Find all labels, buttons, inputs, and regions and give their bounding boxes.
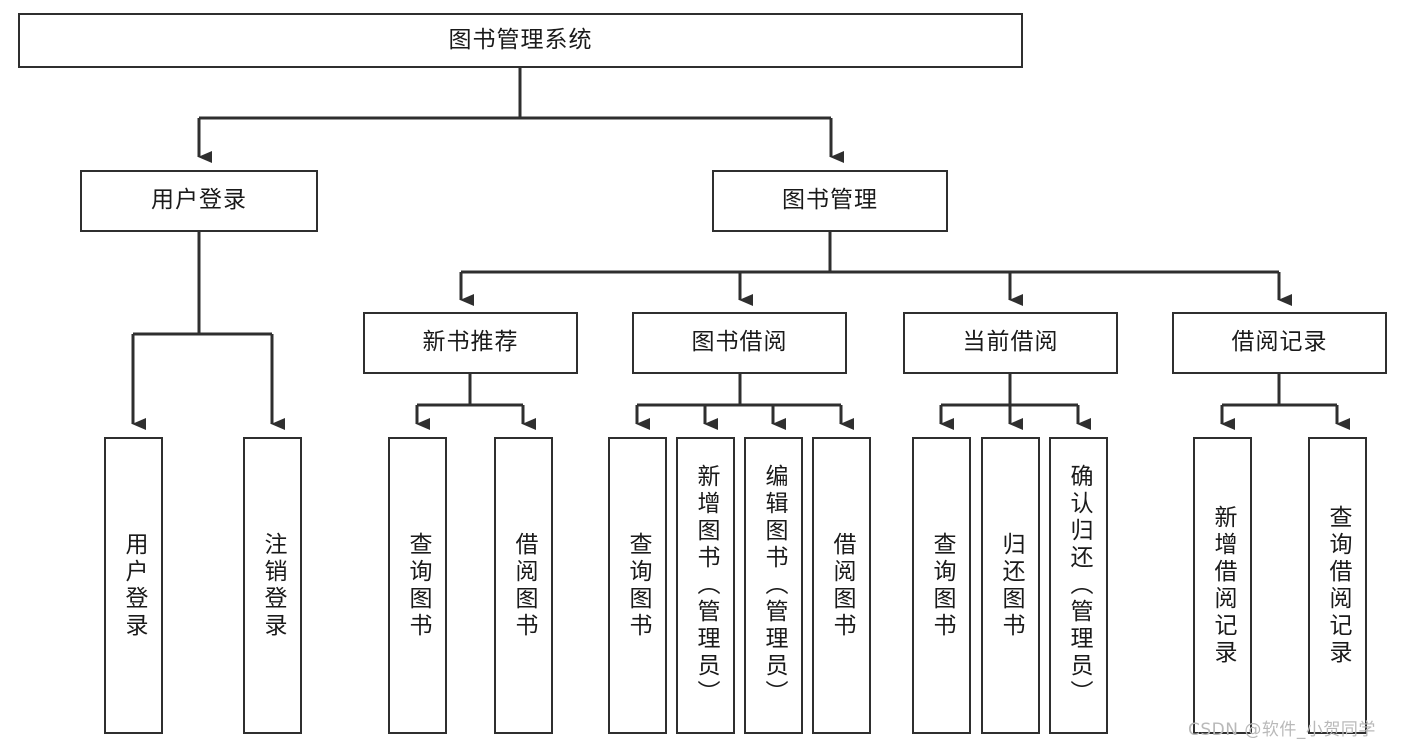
node-label: 当前借阅: [962, 329, 1059, 356]
node-label: 查询图书: [625, 531, 651, 640]
leaf-new-book-query[interactable]: 查询图书: [388, 437, 447, 734]
leaf-current-borrow-query[interactable]: 查询图书: [912, 437, 971, 734]
csdn-watermark: CSDN @软件_小贺同学: [1188, 720, 1376, 740]
node-label: 借阅图书: [511, 531, 537, 640]
node-user-login[interactable]: 用户登录: [80, 170, 318, 232]
leaf-user-login-login[interactable]: 用户登录: [104, 437, 163, 734]
node-label: 新书推荐: [422, 329, 519, 356]
node-label: 用户登录: [121, 531, 147, 640]
leaf-current-borrow-return[interactable]: 归还图书: [981, 437, 1040, 734]
leaf-book-borrow-query[interactable]: 查询图书: [608, 437, 667, 734]
leaf-book-borrow-edit[interactable]: 编辑图书（管理员）: [744, 437, 803, 734]
node-label: 借阅记录: [1231, 329, 1328, 356]
node-book-management[interactable]: 图书管理: [712, 170, 948, 232]
node-label: 图书管理系统: [448, 26, 593, 53]
leaf-new-book-borrow[interactable]: 借阅图书: [494, 437, 553, 734]
node-label: 图书管理: [782, 187, 878, 214]
leaf-user-login-logout[interactable]: 注销登录: [243, 437, 302, 734]
leaf-borrow-record-add[interactable]: 新增借阅记录: [1193, 437, 1252, 734]
leaf-borrow-record-query[interactable]: 查询借阅记录: [1308, 437, 1367, 734]
node-label: 用户登录: [151, 187, 247, 214]
node-label: 图书借阅: [691, 329, 788, 356]
leaf-book-borrow-add[interactable]: 新增图书（管理员）: [676, 437, 735, 734]
node-label: 确认归还（管理员）: [1066, 464, 1092, 707]
node-borrow-record[interactable]: 借阅记录: [1172, 312, 1387, 374]
node-book-borrow[interactable]: 图书借阅: [632, 312, 847, 374]
node-label: 查询图书: [405, 531, 431, 640]
node-label: 归还图书: [998, 531, 1024, 640]
node-new-book-recommend[interactable]: 新书推荐: [363, 312, 578, 374]
node-root-book-management-system[interactable]: 图书管理系统: [18, 13, 1023, 68]
node-label: 新增图书（管理员）: [693, 464, 719, 707]
leaf-book-borrow-borrow[interactable]: 借阅图书: [812, 437, 871, 734]
node-label: 查询借阅记录: [1325, 504, 1351, 667]
node-label: 查询图书: [929, 531, 955, 640]
node-current-borrow[interactable]: 当前借阅: [903, 312, 1118, 374]
node-label: 新增借阅记录: [1210, 504, 1236, 667]
leaf-current-borrow-confirm-return[interactable]: 确认归还（管理员）: [1049, 437, 1108, 734]
node-label: 借阅图书: [829, 531, 855, 640]
node-label: 编辑图书（管理员）: [761, 464, 787, 707]
node-label: 注销登录: [260, 531, 286, 640]
